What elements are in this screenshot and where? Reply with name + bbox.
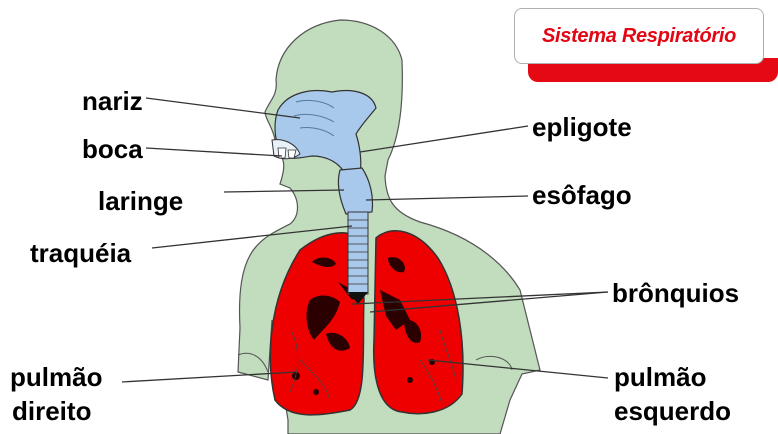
label-bronquios: brônquios: [612, 278, 739, 308]
label-boca: boca: [82, 134, 143, 164]
label-laringe: laringe: [98, 186, 183, 216]
label-pulmao-direito-2: direito: [12, 396, 91, 426]
page-title: Sistema Respiratório: [542, 25, 736, 48]
label-nariz: nariz: [82, 86, 143, 116]
label-traqueia: traquéia: [30, 238, 132, 268]
trachea: [348, 212, 368, 294]
label-esofago: esôfago: [532, 180, 632, 210]
label-epiglote: epligote: [532, 112, 632, 142]
title-badge: Sistema Respiratório: [514, 8, 764, 64]
label-pulmao-esquerdo-1: pulmão: [614, 362, 706, 392]
label-pulmao-esquerdo-2: esquerdo: [614, 396, 731, 426]
label-pulmao-direito-1: pulmão: [10, 362, 102, 392]
